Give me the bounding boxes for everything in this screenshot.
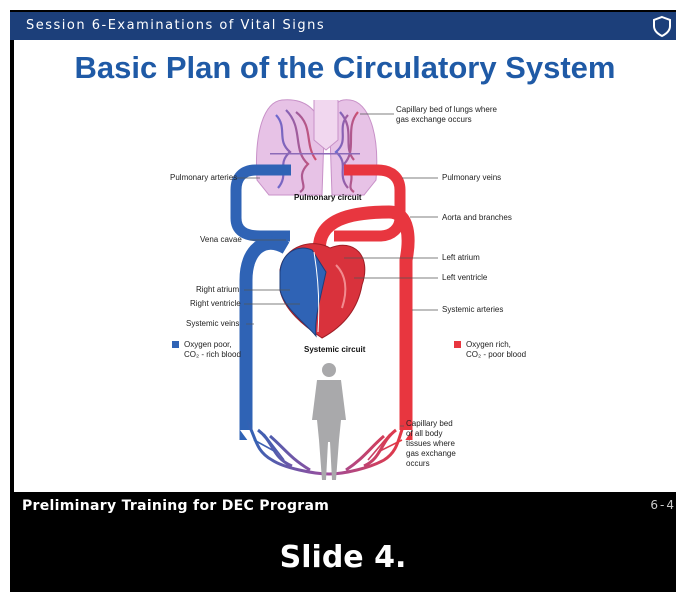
slide-content: Basic Plan of the Circulatory System	[14, 40, 676, 492]
session-title: Session 6-Examinations of Vital Signs	[26, 18, 325, 33]
label-pulmonary-arteries: Pulmonary arteries	[170, 173, 237, 182]
label-pulmonary-veins: Pulmonary veins	[442, 173, 501, 182]
label-pulmonary-circuit: Pulmonary circuit	[294, 193, 362, 202]
legend-oxygen-rich-2: CO₂ - poor blood	[466, 350, 526, 359]
legend-oxygen-poor-swatch	[172, 341, 179, 348]
legend-oxygen-poor-2: CO₂ - rich blood	[184, 350, 241, 359]
label-capillary-body-3: tissues where	[406, 439, 455, 448]
label-right-atrium: Right atrium	[196, 285, 239, 294]
label-left-ventricle: Left ventricle	[442, 273, 488, 282]
circulatory-diagram: Capillary bed of lungs where gas exchang…	[14, 40, 676, 492]
lungs	[256, 100, 376, 195]
label-vena-cavae: Vena cavae	[200, 235, 242, 244]
page-number: 6-4	[650, 498, 676, 512]
label-capillary-body-5: occurs	[406, 459, 430, 468]
label-capillary-lungs-2: gas exchange occurs	[396, 115, 472, 124]
slide-caption: Slide 4.	[10, 540, 676, 575]
footer-program: Preliminary Training for DEC Program	[22, 498, 329, 514]
legend-oxygen-poor-1: Oxygen poor,	[184, 340, 232, 349]
label-systemic-arteries: Systemic arteries	[442, 305, 503, 314]
label-left-atrium: Left atrium	[442, 253, 480, 262]
label-capillary-lungs-1: Capillary bed of lungs where	[396, 105, 497, 114]
legend-oxygen-rich-swatch	[454, 341, 461, 348]
label-capillary-body-2: of all body	[406, 429, 442, 438]
footer-bar: Preliminary Training for DEC Program 6-4	[10, 492, 676, 520]
shield-icon	[650, 14, 674, 38]
label-systemic-veins: Systemic veins	[186, 319, 239, 328]
legend-oxygen-rich-1: Oxygen rich,	[466, 340, 511, 349]
label-capillary-body-1: Capillary bed	[406, 419, 453, 428]
label-systemic-circuit: Systemic circuit	[304, 345, 366, 354]
label-capillary-body-4: gas exchange	[406, 449, 456, 458]
header-bar: Session 6-Examinations of Vital Signs	[10, 12, 676, 40]
label-aorta: Aorta and branches	[442, 213, 512, 222]
label-right-ventricle: Right ventricle	[190, 299, 241, 308]
